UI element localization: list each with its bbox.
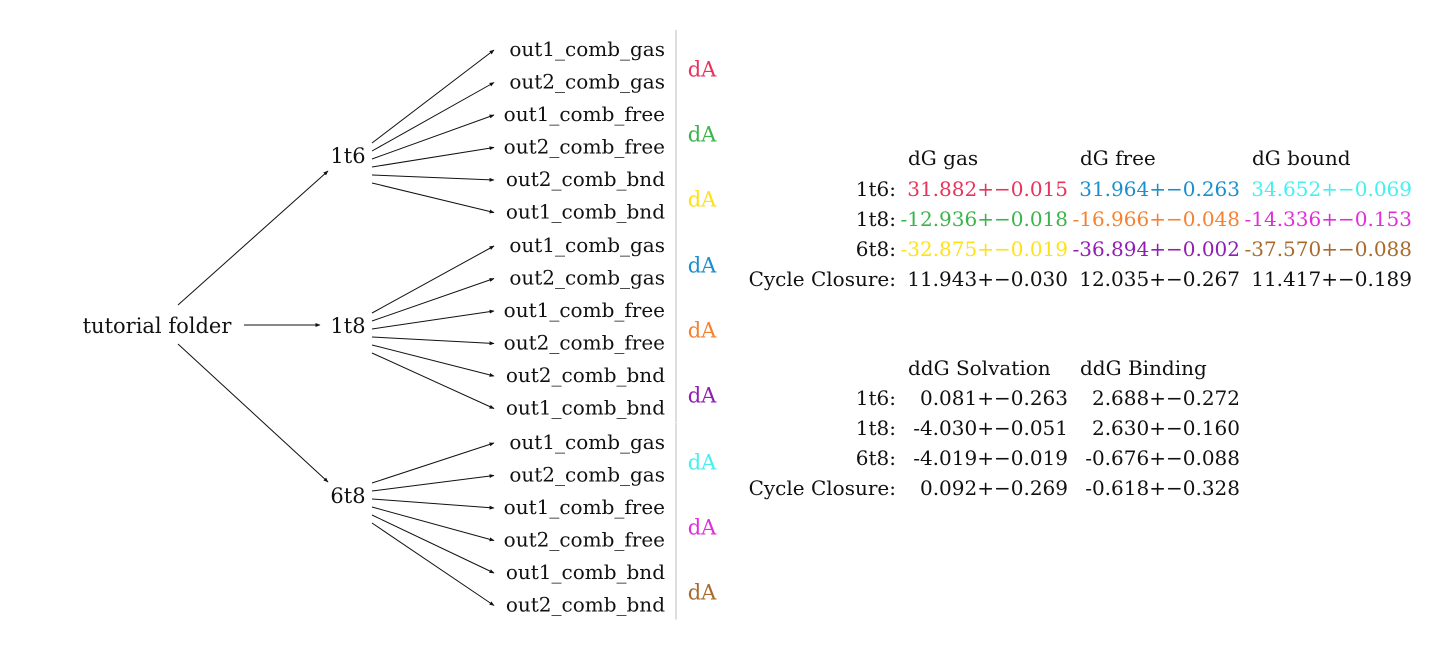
file-label: out1_comb_free xyxy=(504,298,665,322)
file-label: out1_comb_free xyxy=(504,102,665,126)
group-to-file-arrow xyxy=(371,82,495,152)
dA-label: dA xyxy=(688,57,717,81)
group-to-file-arrow xyxy=(371,442,495,484)
dA-label: dA xyxy=(688,253,717,277)
group-to-file-arrow xyxy=(371,344,495,377)
file-label: out2_comb_free xyxy=(504,135,665,159)
file-label: out2_comb_gas xyxy=(509,70,665,94)
ddG-cell: -4.019+−0.019 xyxy=(913,446,1068,470)
group-to-file-arrow xyxy=(371,174,495,182)
group-to-file-arrow xyxy=(371,498,495,510)
dG-column-header: dG bound xyxy=(1252,146,1351,170)
file-label: out1_comb_bnd xyxy=(506,200,665,224)
ddG-cell: 0.092+−0.269 xyxy=(920,476,1068,500)
dG-row-label: 1t6: xyxy=(856,177,896,201)
ddG-cell: 2.688+−0.272 xyxy=(1092,386,1240,410)
file-label: out2_comb_gas xyxy=(509,266,665,290)
file-label: out1_comb_gas xyxy=(509,37,665,61)
group-to-file-arrow xyxy=(371,49,495,144)
root-to-group-arrow xyxy=(177,170,329,306)
group-to-file-arrow xyxy=(371,309,495,330)
dA-label: dA xyxy=(688,122,717,146)
file-label: out1_comb_bnd xyxy=(506,396,665,420)
group-node-label: 1t8 xyxy=(330,314,365,338)
dG-cell: 11.943+−0.030 xyxy=(907,267,1068,291)
dG-column-header: dG free xyxy=(1080,146,1156,170)
dA-label: dA xyxy=(688,515,717,539)
file-label: out2_comb_gas xyxy=(509,463,665,487)
dG-cell: 11.417+−0.189 xyxy=(1251,267,1412,291)
file-label: out1_comb_free xyxy=(504,495,665,519)
dG-row-label: Cycle Closure: xyxy=(749,267,896,291)
file-label: out2_comb_free xyxy=(504,528,665,552)
ddG-cell: 2.630+−0.160 xyxy=(1092,416,1240,440)
ddG-row-label: 6t8: xyxy=(856,446,896,470)
root-to-group-arrow xyxy=(177,343,329,483)
file-label: out2_comb_bnd xyxy=(506,363,665,387)
group-node-label: 1t6 xyxy=(330,144,365,168)
ddG-row-label: 1t6: xyxy=(856,386,896,410)
group-to-file-arrow xyxy=(371,146,495,168)
group-to-file-arrow xyxy=(371,114,495,160)
file-label: out2_comb_bnd xyxy=(506,167,665,191)
dG-column-header: dG gas xyxy=(908,146,978,170)
dG-cell: -12.936+−0.018 xyxy=(900,207,1068,231)
file-label: out1_comb_bnd xyxy=(506,560,665,584)
group-to-file-arrow xyxy=(371,506,495,542)
dG-cell: -14.336+−0.153 xyxy=(1244,207,1412,231)
group-to-file-arrow xyxy=(371,474,495,492)
group-to-file-arrow xyxy=(371,278,495,322)
ddG-cell: -0.618+−0.328 xyxy=(1085,476,1240,500)
file-label: out2_comb_bnd xyxy=(506,593,665,617)
dA-label: dA xyxy=(688,580,717,604)
group-to-file-arrow xyxy=(371,245,495,314)
dG-cell: 12.035+−0.267 xyxy=(1079,267,1240,291)
root-node-label: tutorial folder xyxy=(83,314,233,338)
dA-label: dA xyxy=(688,450,717,474)
dA-label: dA xyxy=(688,383,717,407)
group-to-file-arrow xyxy=(371,352,495,409)
group-to-file-arrow xyxy=(371,336,495,346)
dA-label: dA xyxy=(688,187,717,211)
ddG-cell: 0.081+−0.263 xyxy=(920,386,1068,410)
dG-cell: -36.894+−0.002 xyxy=(1072,237,1240,261)
file-label: out1_comb_gas xyxy=(509,233,665,257)
group-to-file-arrow xyxy=(371,522,495,606)
dG-cell: 34.652+−0.069 xyxy=(1251,177,1412,201)
dG-cell: 31.882+−0.015 xyxy=(907,177,1068,201)
ddG-row-label: Cycle Closure: xyxy=(749,476,896,500)
file-label: out2_comb_free xyxy=(504,331,665,355)
group-to-file-arrow xyxy=(371,514,495,574)
dG-row-label: 1t8: xyxy=(856,207,896,231)
dG-cell: -16.966+−0.048 xyxy=(1072,207,1240,231)
dG-cell: -37.570+−0.088 xyxy=(1244,237,1412,261)
group-to-file-arrow xyxy=(371,182,495,214)
dA-label: dA xyxy=(688,318,717,342)
ddG-cell: -4.030+−0.051 xyxy=(913,416,1068,440)
ddG-row-label: 1t8: xyxy=(856,416,896,440)
ddG-column-header: ddG Binding xyxy=(1080,356,1207,380)
file-label: out1_comb_gas xyxy=(509,430,665,454)
group-node-label: 6t8 xyxy=(330,484,365,508)
ddG-cell: -0.676+−0.088 xyxy=(1085,446,1240,470)
dG-cell: -32.875+−0.019 xyxy=(900,237,1068,261)
dG-cell: 31.964+−0.263 xyxy=(1079,177,1240,201)
dG-row-label: 6t8: xyxy=(856,237,896,261)
ddG-column-header: ddG Solvation xyxy=(908,356,1051,380)
